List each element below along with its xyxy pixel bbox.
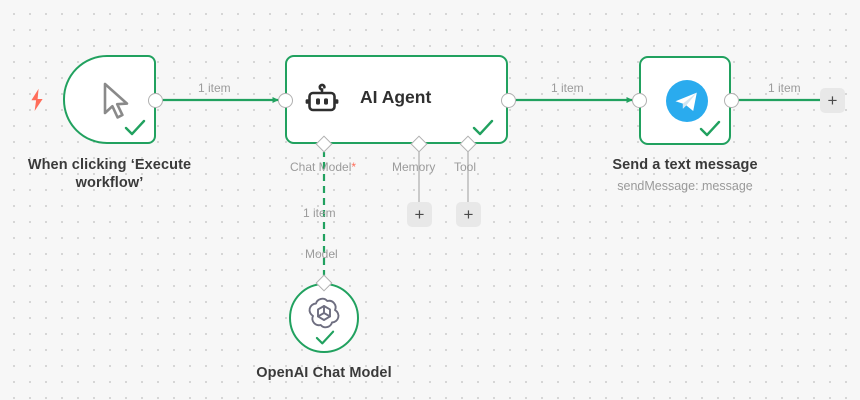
- edge-label-telegram-to-next: 1 item: [768, 81, 801, 95]
- telegram-output-endpoint[interactable]: [724, 93, 739, 108]
- cursor-pointer-icon: [93, 79, 137, 123]
- telegram-node-title: Send a text message: [612, 157, 758, 173]
- status-success-check-agent: [472, 119, 494, 136]
- status-success-check-openai: [315, 330, 335, 345]
- port-chat-model-label: Chat Model*: [290, 160, 356, 174]
- add-memory-button[interactable]: +: [407, 202, 432, 227]
- node-ai-agent[interactable]: AI Agent: [285, 55, 508, 144]
- agent-input-endpoint[interactable]: [278, 93, 293, 108]
- port-chat-model-text: Chat Model: [290, 160, 352, 174]
- status-success-check-telegram: [699, 120, 721, 137]
- openai-icon: [308, 297, 340, 329]
- port-chat-model-required-marker: *: [351, 160, 357, 174]
- telegram-input-endpoint[interactable]: [632, 93, 647, 108]
- openai-model-port-label: Model: [305, 247, 338, 261]
- edge-label-openai-to-agent: 1 item: [303, 206, 336, 220]
- add-next-node-button[interactable]: +: [820, 88, 845, 113]
- node-send-a-text-message[interactable]: [639, 56, 731, 145]
- trigger-node-title: When clicking ‘Execute workflow’: [27, 157, 192, 191]
- edge-label-agent-to-telegram: 1 item: [551, 81, 584, 95]
- port-memory-label: Memory: [392, 160, 436, 174]
- telegram-icon: [665, 79, 709, 123]
- node-openai-chat-model[interactable]: [289, 283, 359, 353]
- status-success-check-trigger: [124, 119, 146, 136]
- agent-output-endpoint[interactable]: [501, 93, 516, 108]
- trigger-output-endpoint[interactable]: [148, 93, 163, 108]
- openai-node-title: OpenAI Chat Model: [256, 365, 392, 381]
- telegram-node-subtitle: sendMessage: message: [617, 179, 753, 193]
- robot-icon: [303, 83, 341, 121]
- port-tool-label: Tool: [454, 160, 477, 174]
- lightning-bolt-icon: [31, 88, 43, 111]
- node-when-clicking-execute-workflow[interactable]: [63, 55, 156, 144]
- add-tool-button[interactable]: +: [456, 202, 481, 227]
- ai-agent-label: AI Agent: [360, 87, 432, 107]
- edge-label-trigger-to-agent: 1 item: [198, 81, 231, 95]
